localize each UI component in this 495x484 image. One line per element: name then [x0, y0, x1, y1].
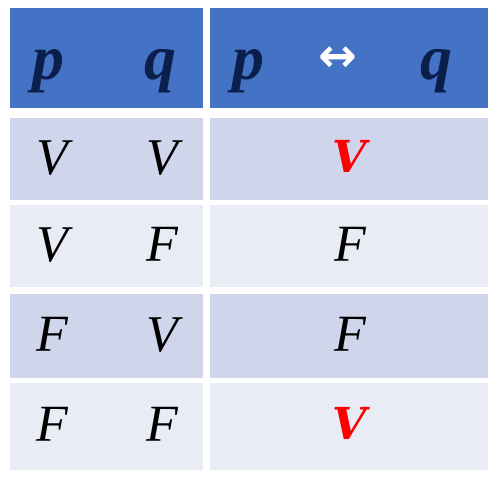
header-pq: p q	[10, 8, 203, 108]
cell-q: F	[146, 396, 178, 453]
cell-p: F	[36, 396, 68, 453]
cell-p: V	[36, 129, 68, 186]
table-row: F F	[10, 383, 203, 470]
table-row-result: V	[210, 383, 488, 470]
table-row-result: F	[210, 294, 488, 378]
cell-result: F	[334, 216, 366, 273]
header-p-right: p	[232, 22, 264, 93]
cell-result: V	[332, 132, 367, 183]
header-q-right: q	[420, 22, 452, 93]
cell-q: V	[146, 129, 178, 186]
table-row: F V	[10, 294, 203, 378]
header-q: q	[144, 22, 176, 93]
table-row-result: V	[210, 118, 488, 200]
cell-p: V	[36, 216, 68, 273]
cell-result: V	[332, 399, 367, 450]
biconditional-arrow-icon: ↔	[318, 28, 357, 82]
cell-p: F	[36, 306, 68, 363]
cell-q: F	[146, 216, 178, 273]
cell-q: V	[146, 306, 178, 363]
table-row: V V	[10, 118, 203, 200]
table-row-result: F	[210, 205, 488, 287]
header-biconditional: p ↔ q	[210, 8, 488, 108]
header-p: p	[32, 22, 64, 93]
table-row: V F	[10, 205, 203, 287]
cell-result: F	[334, 306, 366, 363]
truth-table: p q p ↔ q V V V V F F F V F F F V	[10, 8, 488, 470]
